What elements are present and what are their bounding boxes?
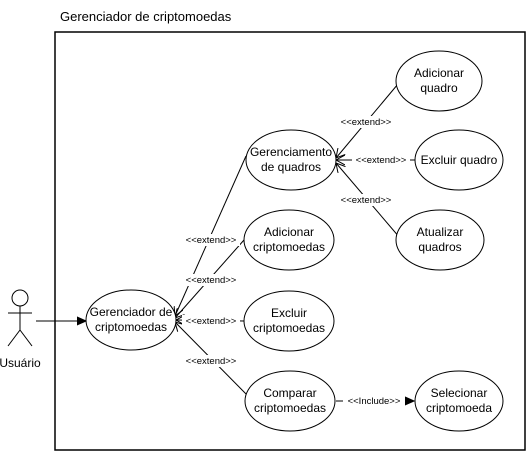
extend-label: <<extend>> [337,194,395,206]
include-label: <<Include>> [343,395,405,407]
svg-text:<<Include>>: <<Include>> [348,396,401,407]
svg-text:Gerenciamento: Gerenciamento [250,145,332,159]
extend-label: <<extend>> [182,274,240,286]
svg-text:quadro: quadro [420,81,458,95]
svg-text:Selecionar: Selecionar [431,386,488,400]
system-boundary [54,31,526,451]
extend-label: <<extend>> [182,315,240,327]
use-case-selecionar-criptomoeda[interactable]: Selecionar criptomoeda [414,370,504,432]
svg-text:Excluir quadro: Excluir quadro [421,153,498,167]
system-title: Gerenciador de criptomoedas [60,9,232,24]
extend-label: <<extend>> [337,116,395,128]
svg-text:Gerenciador de: Gerenciador de [90,305,173,319]
use-case-excluir-quadro[interactable]: Excluir quadro [414,129,504,191]
svg-text:criptomoedas: criptomoedas [95,320,167,334]
svg-text:de quadros: de quadros [261,160,321,174]
svg-text:<<extend>>: <<extend>> [186,275,237,286]
use-case-atualizar-quadros[interactable]: Atualizar quadros [395,209,485,271]
svg-text:criptomoedas: criptomoedas [254,401,326,415]
svg-text:Comparar: Comparar [263,386,316,400]
svg-text:Atualizar: Atualizar [417,225,464,239]
use-case-adicionar-criptomoedas[interactable]: Adicionar criptomoedas [243,209,335,271]
svg-text:<<extend>>: <<extend>> [341,117,392,128]
actor-usuario[interactable] [7,289,33,347]
extend-label: <<extend>> [182,234,240,246]
svg-text:<<extend>>: <<extend>> [186,356,237,367]
use-case-excluir-criptomoedas[interactable]: Excluir criptomoedas [243,290,335,352]
svg-text:Excluir: Excluir [271,306,307,320]
svg-text:<<extend>>: <<extend>> [356,155,407,166]
use-case-gerenciador[interactable]: Gerenciador de criptomoedas [85,289,177,351]
svg-text:criptomoedas: criptomoedas [253,321,325,335]
svg-text:<<extend>>: <<extend>> [186,235,237,246]
use-case-comparar-criptomoedas[interactable]: Comparar criptomoedas [244,370,336,432]
actor-label: Usuário [0,356,41,370]
use-case-gerenciamento-quadros[interactable]: Gerenciamento de quadros [245,129,337,191]
svg-text:Adicionar: Adicionar [414,66,464,80]
svg-text:<<extend>>: <<extend>> [341,195,392,206]
svg-text:criptomoeda: criptomoeda [426,401,492,415]
extend-label: <<extend>> [182,355,240,367]
extend-label: <<extend>> [352,154,410,166]
svg-text:criptomoedas: criptomoedas [253,240,325,254]
svg-text:quadros: quadros [418,240,461,254]
svg-text:Adicionar: Adicionar [264,225,314,239]
use-case-adicionar-quadro[interactable]: Adicionar quadro [395,50,483,112]
svg-text:<<extend>>: <<extend>> [186,316,237,327]
